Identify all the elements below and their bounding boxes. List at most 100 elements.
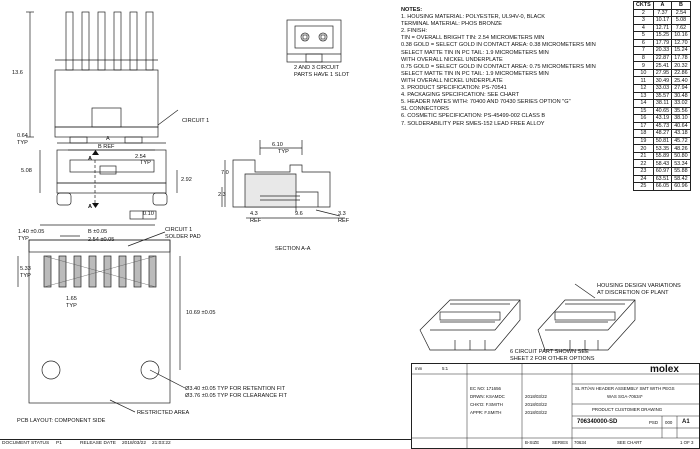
table-cell: 21 [633, 151, 654, 161]
note-line: 0.38 GOLD = SELECT GOLD IN CONTACT AREA:… [401, 42, 596, 49]
table-cell: 9 [633, 61, 654, 70]
table-cell: 50.80 [671, 151, 691, 161]
table-cell: 8 [633, 53, 654, 63]
table-header-ckts: CKTS [633, 1, 654, 10]
table-cell: 5 [633, 31, 654, 40]
pcb-layout-label: PCB LAYOUT: COMPONENT SIDE [17, 418, 106, 424]
table-cell: 43.19 [652, 114, 673, 123]
dim-a-label: A [106, 136, 110, 142]
release-date-label: RELEASE DATE [80, 441, 116, 446]
table-cell: 17.79 [652, 38, 673, 48]
table-cell: 22.87 [652, 53, 673, 63]
restricted-area-label: RESTRICTED AREA [137, 410, 190, 416]
notes-header: NOTES: [401, 7, 423, 13]
table-cell: 40.65 [652, 106, 673, 116]
table-cell: 18 [633, 129, 654, 138]
table-cell: 58.43 [652, 159, 673, 169]
series-number: 70634 [574, 440, 587, 445]
table-cell: 55.88 [671, 167, 691, 176]
table-cell: 11 [633, 76, 654, 85]
typ-label: TYP [278, 149, 289, 155]
section-marker-bottom: A [88, 204, 93, 210]
release-date-value: 2018/03/22 [122, 441, 147, 446]
note-line: SELECT MATTE TIN IN PC TAIL: 1.9 MICROME… [401, 70, 549, 77]
table-cell: 66.05 [652, 182, 673, 191]
six-circuit-label: 6 CIRCUIT PART SHOWN SEE [510, 349, 589, 355]
table-cell: 20 [633, 144, 654, 153]
table-cell: 33.03 [652, 84, 673, 93]
note-line: SELECT MATTE TIN IN PC TAIL: 1.9 MICROME… [401, 49, 549, 56]
section-view [221, 140, 345, 219]
document-status-bar: DOCUMENT STATUS P1 RELEASE DATE 2018/03/… [0, 439, 411, 449]
table-cell: 45.72 [671, 136, 691, 146]
flatness-tolerance: 0.10 [143, 211, 154, 217]
table-cell: 12.70 [671, 38, 691, 48]
table-cell: 22.86 [671, 68, 691, 78]
table-cell: 45.73 [652, 121, 673, 131]
circuit-1-label: CIRCUIT 1 [182, 118, 210, 124]
note-line: 6. COSMETIC SPECIFICATION: PS-45499-002 … [401, 113, 546, 120]
circuit-1-pad-label: CIRCUIT 1 [165, 227, 193, 233]
note-line: 4. PACKAGING SPECIFICATION: SEE CHART [401, 92, 520, 99]
series-label: SERIES [552, 440, 569, 445]
dim-5-33-label: 5.33 [20, 266, 31, 272]
ref-label: REF [250, 218, 262, 224]
checked-by: CHK'D: F.SMITH [470, 402, 503, 407]
retention-hole-label: Ø3.40 ±0.05 TYP FOR RETENTION FIT [185, 386, 286, 392]
dim-1-40-label: 1.40 ±0.05 [18, 229, 45, 235]
dim-height-label: 13.6 [12, 70, 23, 76]
table-cell: 6 [633, 38, 654, 48]
table-cell: 12.71 [652, 23, 673, 33]
doc-type: PRODUCT CUSTOMER DRAWING [592, 407, 663, 412]
sheet-number: 1 OF 3 [680, 440, 694, 445]
table-cell: 7 [633, 46, 654, 55]
table-cell: 30.48 [671, 91, 691, 101]
typ-label: TYP [18, 236, 29, 242]
table-cell: 19 [633, 136, 654, 146]
top-view [39, 142, 178, 220]
terminal-pins-side [65, 11, 154, 71]
note-line: 7. SOLDERABILITY PER SMES-152 LEAD FREE … [401, 120, 545, 127]
two-three-circuit-label: 2 AND 3 CIRCUIT [294, 65, 340, 71]
table-cell: 33.02 [671, 99, 691, 108]
table-cell: 14 [633, 99, 654, 108]
dim-7-0-label: 7.0 [221, 170, 229, 176]
typ-label: TYP [17, 140, 28, 146]
table-cell: 25.41 [652, 61, 673, 70]
pitch-label: 2.54 ±0.05 [88, 237, 115, 243]
typ-label: TYP [66, 303, 77, 309]
drawn-by: DRWN: KSAMDC [470, 394, 505, 399]
solder-pads [43, 255, 157, 288]
dim-4-3-label: 4.3 [250, 211, 258, 217]
solder-pad-label: SOLDER PAD [165, 234, 201, 240]
table-cell: 48.27 [652, 129, 673, 138]
scale-value: 5:1 [442, 366, 449, 371]
note-line: SL CONNECTORS [401, 106, 449, 113]
table-cell: 22 [633, 159, 654, 169]
table-cell: 7.37 [652, 8, 673, 18]
plant-discretion-label: AT DISCRETION OF PLANT [597, 290, 669, 296]
table-cell: 16 [633, 114, 654, 123]
table-cell: 17.78 [671, 53, 691, 63]
table-cell: 2 [633, 8, 654, 18]
typ-label: TYP [20, 273, 31, 279]
clearance-hole-label: Ø3.76 ±0.05 TYP FOR CLEARANCE FIT [185, 393, 288, 399]
table-cell: 48.26 [671, 144, 691, 153]
dim-2-3-label: 2.3 [218, 192, 226, 198]
dim-2-54-label: 2.54 [135, 154, 146, 160]
